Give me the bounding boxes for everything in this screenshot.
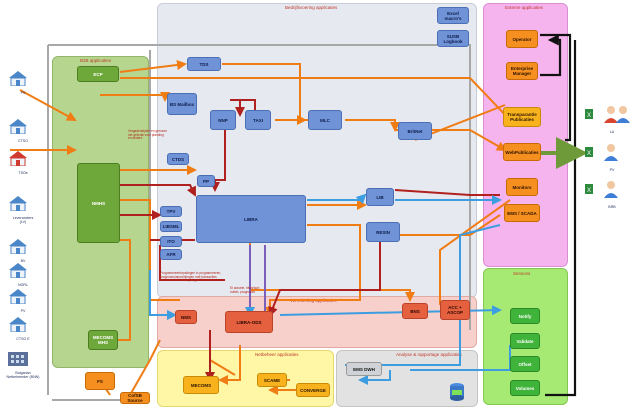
bs-mailbox-box[interactable]: BS Mailbox (167, 93, 197, 115)
house-1: CTSO (6, 118, 40, 143)
house-icon (6, 195, 40, 216)
excel-macros-box[interactable]: Excel macro's (437, 7, 469, 24)
house-label: PV (20, 309, 26, 313)
house-4: BV (6, 238, 40, 263)
note-programmeerbepalingen: Programmeerbepalingen in programmeren, p… (160, 271, 222, 283)
zone-bedrijfsvoering-title: Bedrijfsvoering applicaties (285, 5, 338, 10)
house-0: PS (6, 70, 40, 95)
house-icon (6, 288, 40, 309)
afr-box[interactable]: AFR (160, 249, 182, 260)
volumes-box[interactable]: Volumes (510, 380, 540, 396)
user-group-2: X BRB (583, 180, 633, 209)
validate-box[interactable]: Validate (510, 333, 540, 349)
house-label: BV (20, 259, 26, 263)
house-6: PV (6, 288, 40, 313)
converge-box[interactable]: CONVERGE (296, 383, 330, 397)
person-icon: X (583, 143, 633, 168)
house-8: Bulgarian Netbeheerder (BNN) (6, 350, 40, 379)
user-group-label: BRB (608, 205, 616, 209)
sussb-logbook-box[interactable]: SUSB Logbook (437, 30, 469, 47)
house-label: Bulgarian Netbeheerder (BNN) (6, 371, 40, 379)
operator-box[interactable]: Operator (506, 30, 538, 48)
house-icon (6, 262, 40, 283)
ems-dwh-box[interactable]: EMS DWH (346, 362, 382, 376)
libra-ods-box[interactable]: LIBRA-ODS (225, 311, 273, 333)
libra-box[interactable]: LIBRA (196, 195, 306, 243)
house-label: PS (20, 91, 26, 95)
zone-externe (483, 3, 568, 267)
tpv-box[interactable]: TPV (160, 206, 182, 217)
svg-text:X: X (587, 188, 591, 194)
house-label: TSOs (18, 171, 28, 175)
pp-box[interactable]: PP (197, 175, 215, 187)
user-group-0: X LA (583, 105, 633, 134)
person-icon: X (583, 105, 633, 130)
user-group-1: X PV (583, 143, 633, 172)
nmhs-box[interactable]: NMHS (77, 163, 120, 243)
webpublicaties-box[interactable]: WebPublicaties (503, 143, 541, 161)
notify-box[interactable]: Notify (510, 308, 540, 324)
libsml-box[interactable]: LIBSML (160, 221, 182, 232)
offset-box[interactable]: Offset (510, 356, 540, 372)
fs-box[interactable]: FS (85, 372, 115, 390)
database-icon (450, 383, 464, 401)
house-icon (6, 118, 40, 139)
nms-box[interactable]: NMS (175, 310, 197, 324)
resin-box[interactable]: RESIN (366, 222, 400, 242)
mecoms-box[interactable]: MECOMS (183, 376, 219, 394)
mecoms-mhs-box[interactable]: MECOMS MHS (88, 330, 118, 350)
ems-scada-box[interactable]: EMS / SCADA (504, 204, 540, 222)
mlc-box[interactable]: MLC (308, 110, 342, 130)
zone-bedrijfsvoering (157, 3, 477, 298)
house-label: Leveranciers (LV) (12, 216, 34, 224)
cofsb-source-box[interactable]: CofSB Source (120, 392, 150, 404)
user-group-label: LA (609, 130, 615, 134)
house-icon (6, 350, 40, 371)
monitors-box[interactable]: Monitors (506, 178, 538, 196)
ecp-box[interactable]: ECP (77, 66, 119, 82)
taxi-box[interactable]: TAXI (245, 110, 271, 130)
person-icon: X (583, 180, 633, 205)
house-7: CTSO E (6, 316, 40, 341)
scame-box[interactable]: SCAME (257, 373, 287, 387)
house-label: NGRL (18, 283, 28, 287)
note-ei-actuele: EI actuele, historisch volket, prognoses (230, 286, 260, 294)
house-3: Leveranciers (LV) (6, 195, 40, 224)
lib-box[interactable]: LIB (366, 188, 394, 206)
zone-netbeheer-title: Netbeheer applicaties (255, 352, 299, 357)
house-5: NGRL (6, 262, 40, 287)
note-vergaderstijden: Vergaderstijden en grenzen net gebruik v… (128, 129, 167, 141)
house-icon (6, 150, 40, 171)
zone-services-title: Services (513, 271, 531, 276)
tds-box[interactable]: TDS (187, 57, 221, 71)
house-label: CTSO E (16, 337, 30, 341)
enterprise-manager-box[interactable]: Enterprise Manager (506, 62, 538, 80)
house-label: CTSO (18, 139, 28, 143)
house-icon (6, 316, 40, 337)
house-icon (6, 70, 40, 91)
nnp-box[interactable]: NNP (210, 110, 236, 130)
ctds-box[interactable]: CTDS (167, 153, 189, 165)
zone-externe-title: Externe applicaties (505, 5, 544, 10)
bns-box[interactable]: BNS (402, 303, 428, 319)
house-2: TSOs (6, 150, 40, 175)
house-icon (6, 238, 40, 259)
zone-analyse-title: Analyse & rapportage applicaties (396, 352, 462, 357)
acc-ascop-box[interactable]: ACC + ASCOP (440, 300, 470, 320)
user-group-label: PV (609, 168, 615, 172)
britnet-box[interactable]: BritNet (398, 122, 432, 140)
svg-text:X: X (587, 113, 591, 119)
ito-box[interactable]: ITO (160, 236, 182, 247)
zone-b2b-title: B2B applicaties (80, 58, 112, 63)
svg-text:X: X (587, 151, 591, 157)
transparantie-publicaties-box[interactable]: Transparantie Publicaties (503, 107, 541, 127)
